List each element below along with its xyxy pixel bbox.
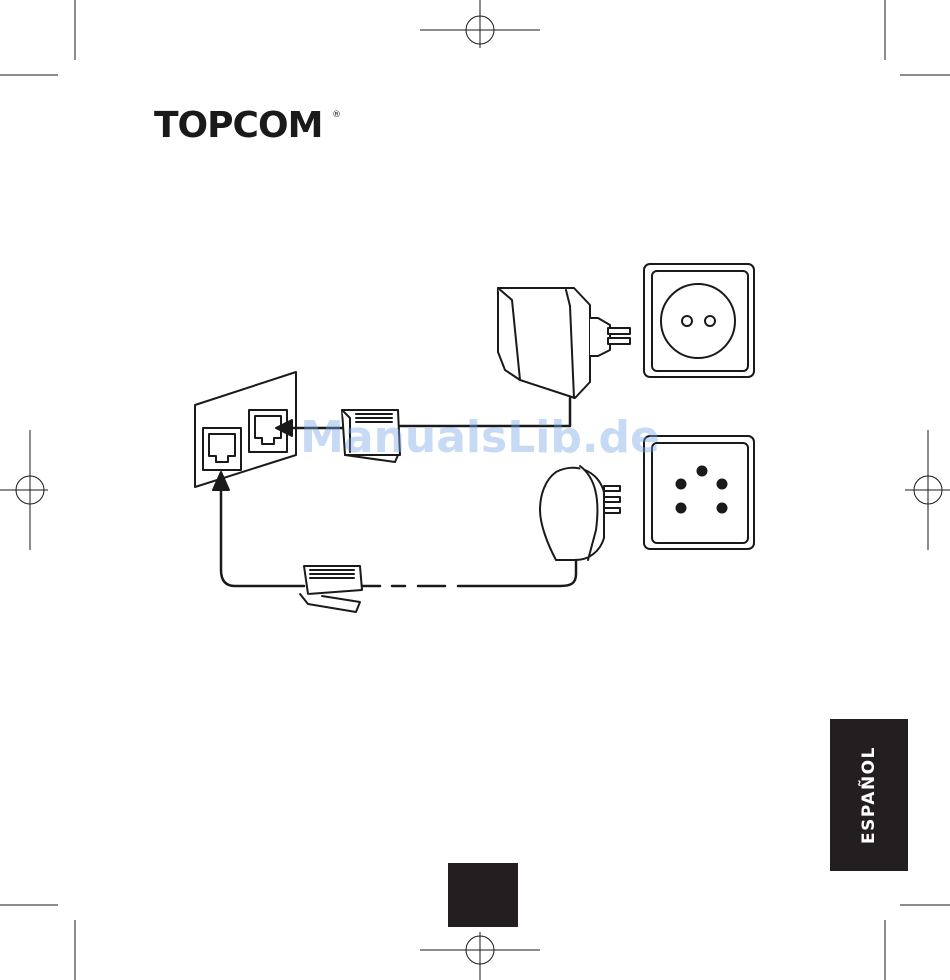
power-socket-icon: [644, 264, 754, 377]
power-adapter-icon: [498, 288, 630, 398]
device-cord: [221, 490, 304, 586]
watermark: ManualsLib.de: [290, 410, 670, 466]
language-tab: ESPAÑOL: [830, 719, 908, 871]
phone-line-plug-icon: [540, 466, 620, 560]
page-number-box: [448, 863, 518, 927]
language-tab-label: ESPAÑOL: [859, 746, 879, 844]
phone-cord: [458, 560, 576, 586]
rj11-connector-icon-bottom: [300, 566, 362, 612]
